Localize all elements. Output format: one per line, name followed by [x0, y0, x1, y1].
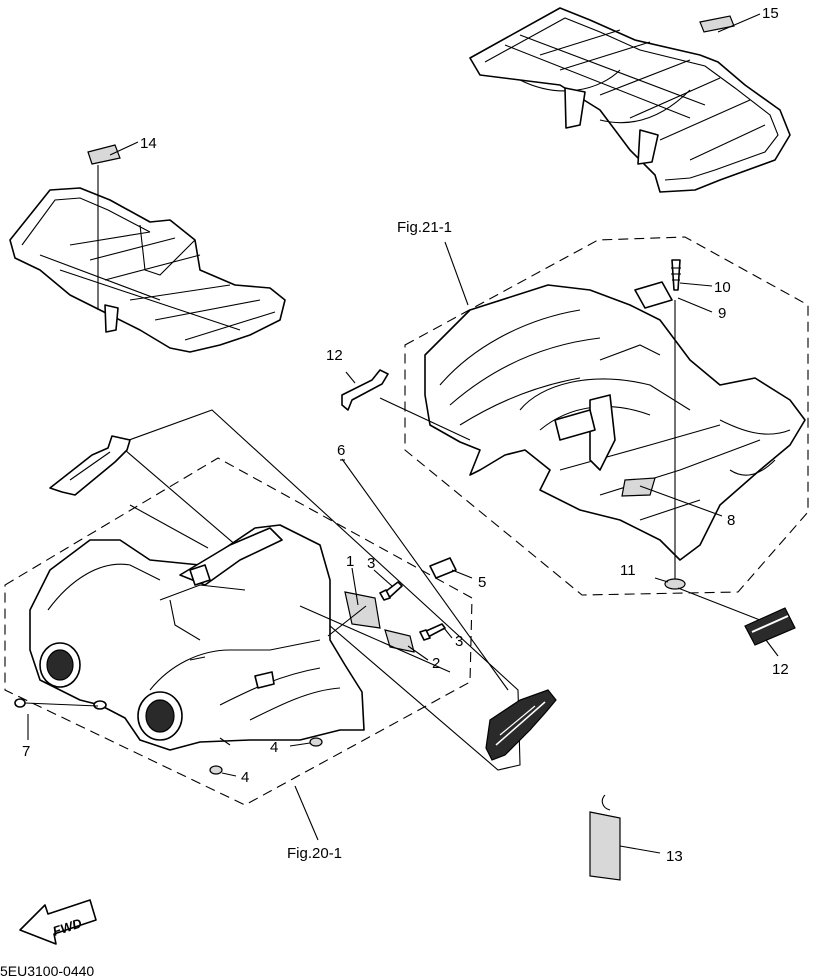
figure-ref-rear: Fig.21-1	[397, 219, 452, 236]
side-emblem	[341, 369, 389, 411]
callout-7: 7	[22, 743, 30, 760]
callout-12-right: 12	[772, 661, 789, 678]
rear-carrier-label	[699, 15, 735, 33]
front-clip-side	[14, 698, 26, 708]
callout-8: 8	[727, 512, 735, 529]
rear-fender-screw	[671, 259, 681, 291]
callout-14: 14	[140, 135, 157, 152]
callout-6: 6	[337, 442, 345, 459]
callout-5: 5	[478, 574, 486, 591]
rear-emblem	[744, 607, 796, 646]
callout-11: 11	[620, 562, 636, 579]
front-fender	[29, 524, 365, 751]
rear-carrier	[469, 7, 791, 193]
callout-4-upper: 4	[270, 739, 278, 756]
front-rivet-upper	[379, 581, 403, 601]
rear-grommet	[664, 578, 686, 590]
front-panel-lower	[384, 629, 415, 653]
front-rivet-lower	[419, 623, 446, 641]
front-carrier	[9, 187, 286, 353]
callout-9: 9	[718, 305, 726, 322]
front-assembly-outline	[116, 409, 521, 771]
front-panel-upper	[344, 591, 381, 629]
callout-2: 2	[432, 655, 440, 672]
rear-fender	[424, 281, 806, 561]
front-emblem	[485, 689, 557, 761]
forward-direction-arrow	[19, 899, 97, 945]
callout-3-upper: 3	[367, 555, 375, 572]
rear-fender-region	[404, 236, 809, 596]
front-carrier-label	[87, 144, 121, 165]
callout-4-lower: 4	[241, 769, 249, 786]
front-fender-region	[4, 457, 473, 806]
front-clip-lower	[209, 765, 223, 775]
front-caution-label	[429, 557, 457, 579]
front-decal	[49, 435, 131, 496]
owner-tag	[589, 794, 621, 881]
callout-15: 15	[762, 5, 779, 22]
callout-10: 10	[714, 279, 731, 296]
callout-12-left: 12	[326, 347, 343, 364]
figure-ref-front: Fig.20-1	[287, 845, 342, 862]
callout-1: 1	[346, 553, 354, 570]
diagram-code: 5EU3100-0440	[0, 963, 94, 978]
callout-3-lower: 3	[455, 633, 463, 650]
callout-13: 13	[666, 848, 683, 865]
front-clip-upper	[309, 737, 323, 747]
